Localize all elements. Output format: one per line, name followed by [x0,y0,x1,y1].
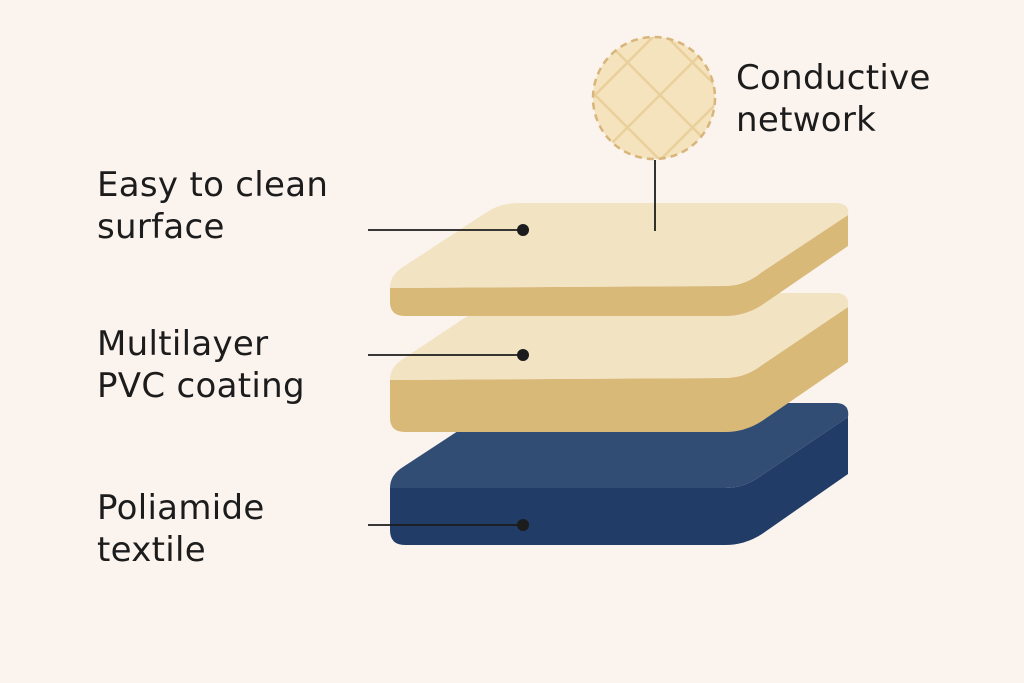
textile-label: Poliamide textile [97,487,265,571]
surface-label-line2: surface [97,207,225,247]
pvc-label-line2: PVC coating [97,366,305,406]
textile-label-line2: textile [97,530,207,570]
pvc-label: Multilayer PVC coating [97,323,305,407]
textile-label-line1: Poliamide [97,488,265,528]
pvc-callout [368,349,529,361]
surface-label: Easy to clean surface [97,164,328,248]
textile-callout [368,519,529,531]
network-label-line2: network [736,100,877,140]
network-label: Conductive network [736,57,931,141]
pvc-label-line1: Multilayer [97,324,269,364]
surface-label-line1: Easy to clean [97,165,329,205]
clean-surface-layer [390,203,849,316]
surface-callout [368,224,529,236]
network-label-line1: Conductive [736,58,931,98]
